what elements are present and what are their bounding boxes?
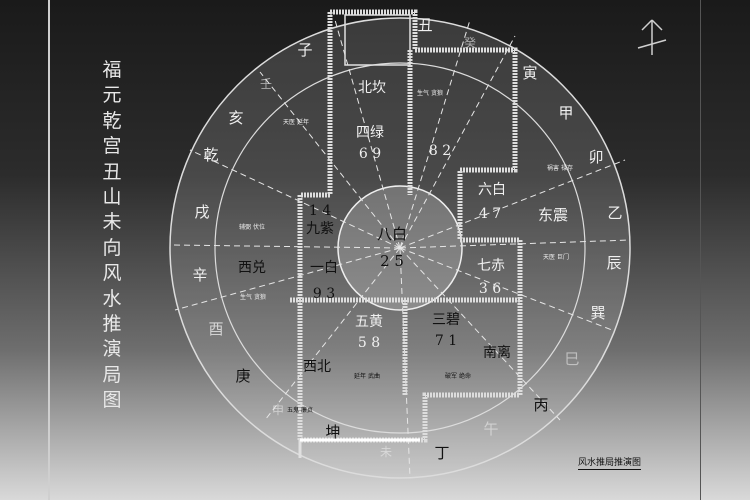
dir-chou: 丑 (417, 16, 432, 34)
dir-ren: 壬 (260, 77, 272, 91)
east-note: 祸害 禄存 (547, 164, 573, 172)
floor-plan-walls (290, 9, 523, 443)
nw-star: 九紫 (306, 221, 334, 237)
compass-arrow-icon (637, 19, 667, 55)
inner-ring (214, 62, 586, 434)
left-border-line (48, 0, 50, 500)
dir-mao: 卯 (588, 148, 603, 166)
south-star: 五黄 (355, 313, 383, 330)
dir-xu: 戌 (194, 203, 209, 221)
palace-labels: 北坎 四绿 6 9 天医 延年 8 2 生气 贪狼 六白 4 7 东震 祸害 禄… (238, 80, 573, 414)
center-star: 八白 (377, 225, 407, 243)
southpal-name: 南离 (483, 344, 511, 361)
nw-note: 辅弼 伏位 (239, 223, 265, 231)
ne-note: 生气 贪狼 (417, 89, 443, 97)
northwest-name: 西北 (303, 359, 331, 375)
north-note: 天医 延年 (283, 118, 309, 126)
dir-shen: 申 (272, 403, 284, 417)
dir-wu: 午 (483, 420, 498, 438)
north-nums: 6 9 (359, 146, 381, 162)
dir-geng: 庚 (235, 367, 250, 385)
diagram-title: 福元乾宫丑山未向风水推演局图 (102, 59, 122, 412)
south2-nums: 7 1 (435, 333, 457, 349)
east-name: 东震 (538, 206, 568, 224)
dir-jia: 甲 (558, 104, 573, 122)
ne-nums: 8 2 (429, 143, 451, 159)
dir-chen: 辰 (606, 254, 621, 272)
dir-qian: 乾 (203, 146, 218, 164)
dir-gui: 癸 (464, 36, 476, 50)
dir-zi: 子 (297, 41, 312, 59)
west-note: 生气 贪狼 (240, 293, 266, 301)
east2-star: 七赤 (477, 258, 505, 274)
north-annex (344, 14, 411, 66)
south-nums: 5 8 (358, 335, 380, 351)
dir-hai: 亥 (228, 109, 243, 127)
dir-kun: 坤 (325, 423, 340, 441)
tianyi-note: 天医 巨门 (543, 253, 569, 261)
dir-yin: 寅 (522, 64, 537, 82)
northwest-note: 延年 武曲 (354, 372, 380, 380)
center-nums: 2 5 (380, 252, 404, 270)
dir-xin: 辛 (192, 266, 207, 284)
direction-labels: 子 壬 丑 癸 寅 甲 卯 乙 辰 巽 巳 丙 午 丁 未 坤 申 庚 酉 辛 … (192, 16, 622, 462)
north-name: 北坎 (358, 80, 386, 96)
dir-you: 酉 (208, 320, 223, 338)
south2-star: 三碧 (432, 312, 460, 328)
dir-ding: 丁 (434, 444, 449, 462)
diagram-caption: 风水推局推演图 (578, 455, 642, 470)
dir-xun: 巽 (590, 304, 605, 322)
right-border-line (700, 0, 701, 500)
west-star: 一白 (310, 260, 338, 276)
west-name: 西兑 (238, 260, 266, 276)
dir-wei: 未 (380, 445, 392, 459)
east-star: 六白 (478, 182, 506, 198)
dir-yi: 乙 (607, 204, 622, 222)
dir-bing: 丙 (533, 396, 548, 414)
dir-si: 巳 (564, 350, 579, 368)
north-star: 四绿 (356, 125, 384, 141)
east-star-nums: 4 7 (479, 206, 501, 222)
nw-nums: 1 4 (309, 203, 331, 219)
southpal-note: 破军 绝命 (445, 372, 471, 380)
west-nums: 9 3 (313, 286, 335, 302)
kun-note: 五鬼 廉贞 (287, 406, 313, 414)
east2-nums: 3 6 (479, 281, 501, 297)
